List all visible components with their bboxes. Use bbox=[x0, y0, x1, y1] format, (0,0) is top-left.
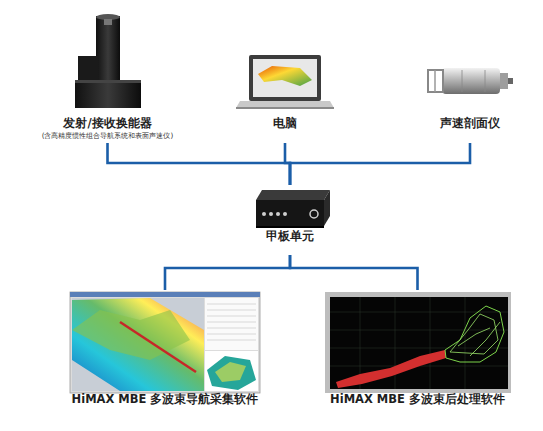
illustration-part bbox=[75, 80, 141, 108]
illustration-part bbox=[283, 212, 287, 216]
illustration-part bbox=[253, 59, 317, 97]
illustration-part bbox=[500, 73, 508, 89]
illustration-part bbox=[324, 190, 330, 226]
illustration-part bbox=[236, 107, 334, 109]
software-node: HiMAX MBE 多波束导航采集软件 bbox=[60, 290, 270, 415]
illustration-part bbox=[330, 348, 508, 349]
node-title: HiMAX MBE 多波束导航采集软件 bbox=[72, 392, 259, 407]
bus-connector bbox=[290, 255, 418, 290]
illustration-part bbox=[462, 70, 463, 92]
illustration-part bbox=[442, 68, 500, 94]
illustration-part bbox=[249, 55, 321, 101]
illustration-part bbox=[78, 56, 98, 80]
illustration-part bbox=[310, 210, 318, 218]
illustration-part bbox=[330, 312, 508, 313]
illustration-part bbox=[72, 298, 204, 391]
node-title: 声速剖面仪 bbox=[440, 116, 500, 131]
illustration-part bbox=[428, 70, 443, 92]
transducer-illustration bbox=[75, 14, 141, 108]
illustration-part bbox=[330, 297, 508, 389]
illustration-part bbox=[205, 298, 258, 350]
acquisition-screenshot bbox=[70, 292, 260, 393]
illustration-part bbox=[72, 298, 204, 391]
illustration-part bbox=[485, 70, 486, 92]
deck-unit-illustration bbox=[256, 190, 330, 228]
illustration-part bbox=[256, 200, 324, 226]
illustration-part bbox=[256, 226, 324, 228]
illustration-part bbox=[434, 70, 436, 92]
illustration-part bbox=[258, 66, 312, 86]
illustration-part bbox=[207, 356, 256, 390]
profiler-illustration bbox=[428, 68, 513, 94]
illustration-part bbox=[207, 316, 256, 317]
computer-node: 电脑 bbox=[235, 50, 335, 143]
node-subtitle: (含高精度惯性组合导航系统和表面声速仪) bbox=[42, 131, 174, 140]
illustration-part bbox=[207, 334, 256, 335]
illustration-part bbox=[430, 297, 431, 389]
illustration-part bbox=[236, 101, 334, 108]
bus-connector bbox=[290, 143, 470, 185]
illustration-part bbox=[215, 362, 246, 382]
illustration-part bbox=[70, 292, 260, 393]
bus-connector bbox=[165, 255, 290, 290]
bus-connector bbox=[108, 143, 291, 185]
illustration-part bbox=[330, 330, 508, 331]
postprocessing-screenshot bbox=[325, 292, 511, 393]
illustration-part bbox=[445, 306, 504, 362]
deck-unit-node: 甲板单元 bbox=[245, 185, 335, 255]
illustration-part bbox=[207, 328, 256, 329]
illustration-part bbox=[96, 16, 120, 82]
illustration-part bbox=[207, 322, 256, 323]
node-title: 电脑 bbox=[273, 116, 297, 131]
illustration-part bbox=[207, 304, 256, 340]
illustration-part bbox=[205, 351, 258, 391]
illustration-part bbox=[75, 80, 141, 83]
illustration-part bbox=[269, 212, 273, 216]
illustration-part bbox=[330, 297, 508, 389]
node-title: HiMAX MBE 多波束后处理软件 bbox=[330, 392, 505, 407]
illustration-part bbox=[207, 340, 256, 341]
laptop-illustration bbox=[236, 55, 334, 109]
illustration-part bbox=[395, 297, 396, 389]
illustration-part bbox=[336, 350, 446, 388]
illustration-part bbox=[207, 304, 256, 305]
illustration-part bbox=[70, 292, 260, 297]
illustration-part bbox=[262, 212, 266, 216]
illustration-part bbox=[450, 314, 500, 356]
illustration-part bbox=[120, 322, 196, 372]
illustration-part bbox=[207, 310, 256, 311]
node-title: 甲板单元 bbox=[266, 229, 314, 244]
illustration-part bbox=[104, 19, 112, 25]
illustration-part bbox=[256, 190, 330, 200]
illustration-part bbox=[276, 212, 280, 216]
transducer-node: 发射/接收换能器(含高精度惯性组合导航系统和表面声速仪) bbox=[5, 10, 210, 143]
node-title: 发射/接收换能器 bbox=[63, 116, 151, 131]
illustration-part bbox=[465, 297, 466, 389]
software-node: HiMAX MBE 多波束后处理软件 bbox=[315, 290, 520, 415]
illustration-part bbox=[72, 310, 190, 360]
illustration-part bbox=[325, 292, 511, 393]
profiler-node: 声速剖面仪 bbox=[415, 55, 525, 143]
illustration-part bbox=[508, 78, 513, 84]
